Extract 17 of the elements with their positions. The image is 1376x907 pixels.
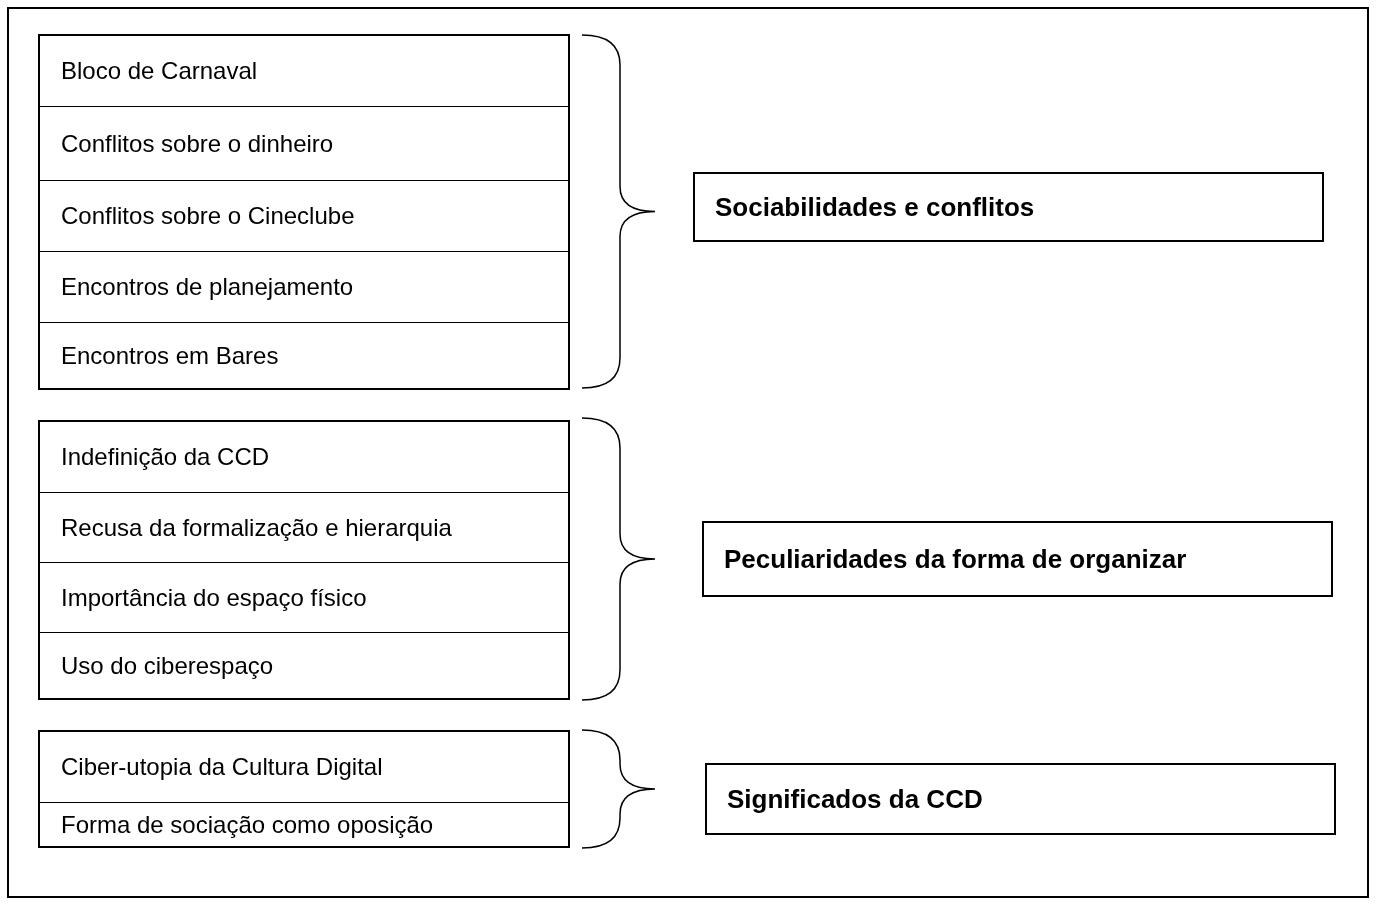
list-item: Forma de sociação como oposição xyxy=(40,802,568,846)
list-item: Recusa da formalização e hierarquia xyxy=(40,492,568,562)
category-box: Sociabilidades e conflitos xyxy=(693,172,1324,242)
list-item: Conflitos sobre o dinheiro xyxy=(40,106,568,180)
list-box xyxy=(38,730,570,848)
list-item: Importância do espaço físico xyxy=(40,562,568,632)
category-box: Peculiaridades da forma de organizar xyxy=(702,521,1333,597)
list-item: Uso do ciberespaço xyxy=(40,632,568,698)
list-item: Encontros de planejamento xyxy=(40,251,568,322)
list-box xyxy=(38,420,570,700)
category-box: Significados da CCD xyxy=(705,763,1336,835)
list-item: Bloco de Carnaval xyxy=(40,36,568,106)
list-item: Encontros em Bares xyxy=(40,322,568,388)
list-item: Conflitos sobre o Cineclube xyxy=(40,180,568,251)
list-box xyxy=(38,34,570,390)
list-item: Indefinição da CCD xyxy=(40,422,568,492)
list-item: Ciber-utopia da Cultura Digital xyxy=(40,732,568,802)
